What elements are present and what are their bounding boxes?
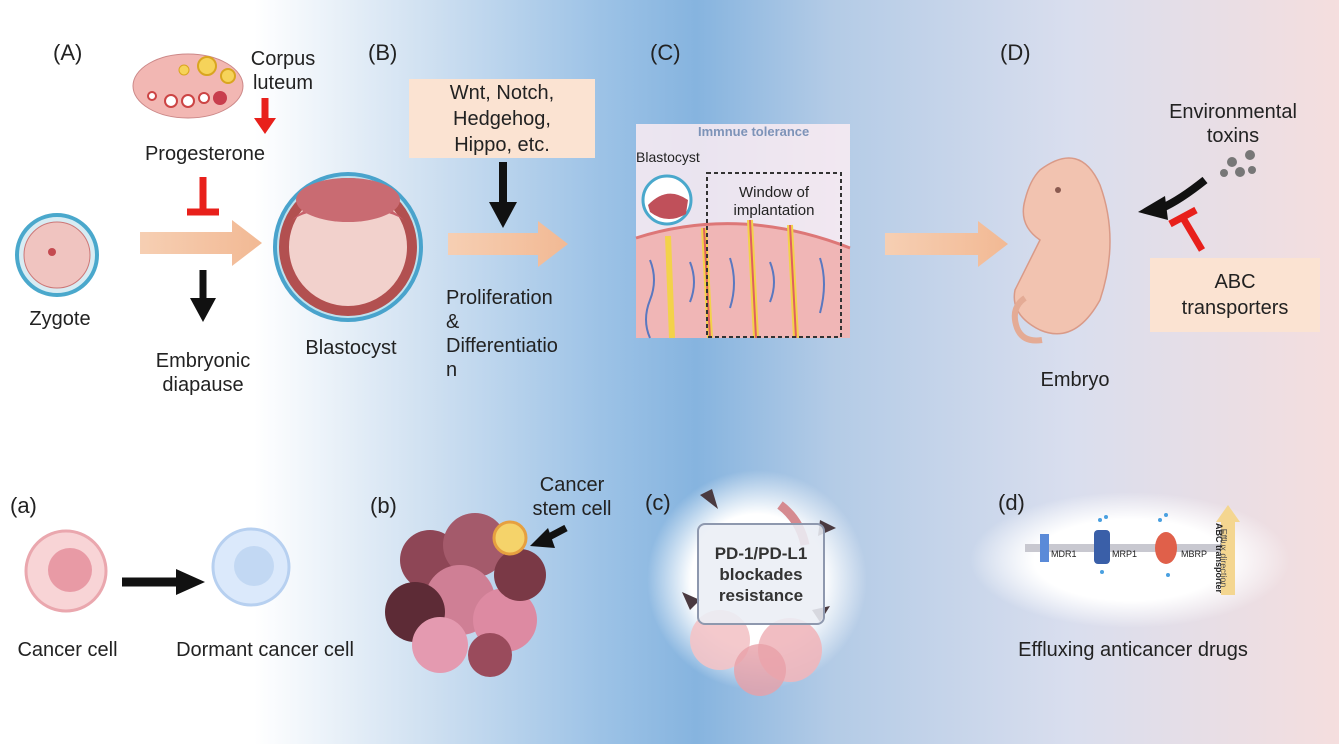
panel-label-c: (c)	[645, 490, 671, 515]
arrow-2-icon	[448, 221, 568, 267]
zygote-icon	[15, 213, 99, 297]
toxin-dots-icon	[1220, 150, 1256, 177]
blastocyst-label: Blastocyst	[305, 337, 397, 359]
small-blastocyst-label: Blastocyst	[636, 149, 700, 165]
tumor-cluster-icon	[385, 513, 546, 677]
cancer-cell-icon	[24, 529, 108, 613]
csc-arrow-icon	[530, 528, 555, 548]
immune-tolerance-label: Immnue tolerance	[698, 124, 810, 139]
pathway-arrow-icon	[489, 202, 517, 228]
mrp1-label: MRP1	[1112, 549, 1138, 559]
diapause-arrow-icon	[190, 298, 216, 322]
toxin-arrow-icon	[1138, 196, 1168, 220]
efflux-direction-label: Efflux direction	[1218, 528, 1229, 588]
mdr1-label: MDR1	[1051, 549, 1077, 559]
panel-label-B: (B)	[368, 40, 398, 65]
arrow-1-icon	[140, 220, 262, 266]
panel-label-a: (a)	[10, 493, 37, 518]
progesterone-label: Progesterone	[144, 143, 266, 165]
panel-label-D: (D)	[1000, 40, 1031, 65]
inhibit-icon	[187, 177, 219, 216]
panel-label-C: (C)	[650, 40, 681, 65]
panel-label-d: (d)	[998, 490, 1025, 515]
membrane-icon	[970, 492, 1290, 628]
embryo-label: Embryo	[1040, 369, 1110, 391]
pathways-box: Wnt, Notch,Hedgehog,Hippo, etc.	[409, 79, 595, 158]
effluxing-drugs-label: Effluxing anticancer drugs	[1018, 639, 1248, 661]
cancer-cell-label: Cancer cell	[17, 639, 118, 661]
arrow-3-icon	[885, 221, 1008, 267]
uterus-icon	[635, 124, 851, 339]
abc-inhibit-icon	[1168, 206, 1206, 252]
ovary-icon	[132, 53, 244, 119]
panel-label-A: (A)	[53, 40, 83, 65]
dormant-cell-icon	[211, 527, 291, 607]
panel-label-b: (b)	[370, 493, 397, 518]
blastocyst-icon	[273, 172, 423, 322]
mbrp-label: MBRP	[1181, 549, 1208, 559]
embryo-icon	[1011, 157, 1111, 344]
zygote-label: Zygote	[29, 308, 91, 330]
corpus-arrow-icon	[254, 118, 276, 134]
dormant-arrow-icon	[176, 569, 205, 595]
dormant-cell-label: Dormant cancer cell	[176, 639, 354, 661]
